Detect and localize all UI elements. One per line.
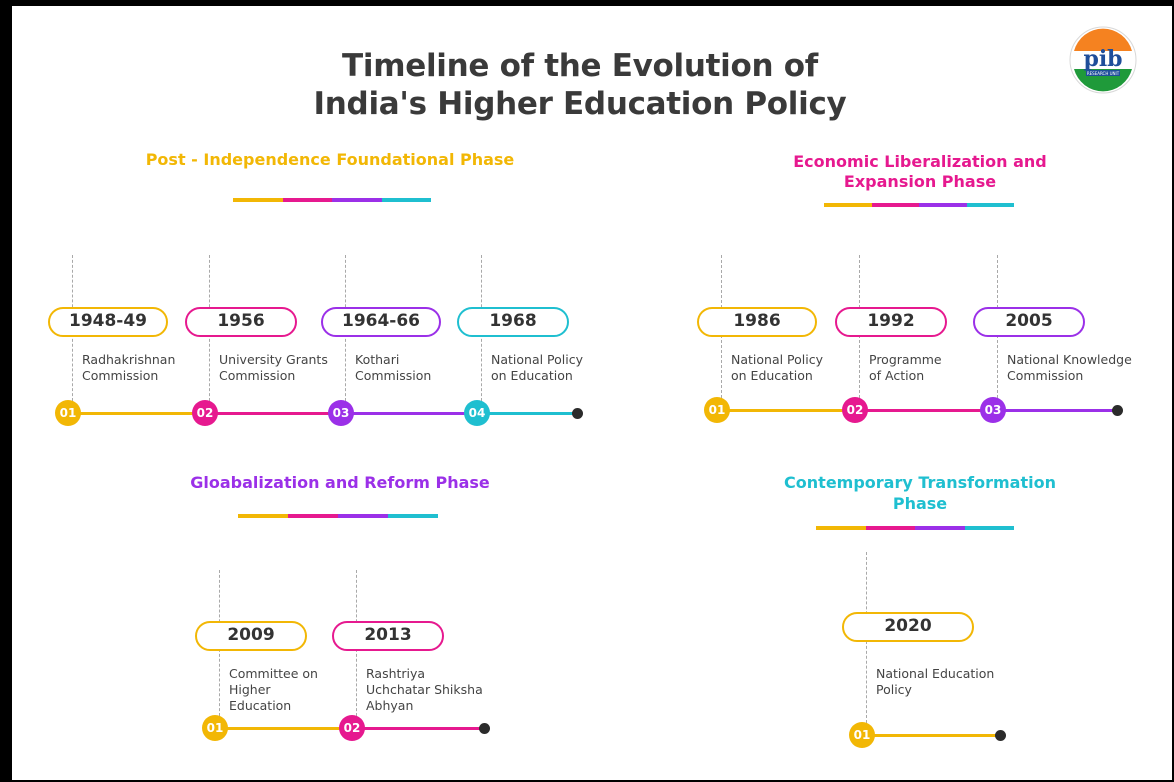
phase1-divider	[233, 198, 431, 202]
main-title-line2: India's Higher Education Policy	[313, 86, 847, 122]
phase4-title-line1: Contemporary Transformation	[784, 473, 1056, 492]
p1-event4-year-pill: 1968	[457, 307, 569, 337]
p1-event4-desc-line1: National Policy	[491, 352, 584, 367]
main-title-line1: Timeline of the Evolution of	[342, 48, 818, 84]
p1-segment1	[80, 412, 205, 415]
p2-event1-desc-line1: National Policy	[731, 352, 824, 367]
p3-segment2	[364, 727, 484, 730]
phase1-title: Post - Independence Foundational Phase	[145, 150, 515, 169]
p2-event1-number-badge: 01	[704, 397, 730, 423]
p3-event1-desc-line2: Higher	[229, 682, 271, 697]
p2-event3-number-badge: 03	[980, 397, 1006, 423]
p2-event2-desc-line1: Programme	[869, 352, 942, 367]
p1-event2-desc-line1: University Grants	[219, 352, 328, 367]
p4-event1-year-pill: 2020	[842, 612, 974, 642]
p2-event1-desc-line2: on Education	[731, 368, 813, 383]
p4-event1-number-badge: 01	[849, 722, 875, 748]
p1-event3-desc-line2: Commission	[355, 368, 432, 383]
p2-event3-year-pill: 2005	[973, 307, 1085, 337]
p4-segment1	[874, 734, 1000, 737]
p4-event1-desc-line2: Policy	[876, 682, 912, 697]
phase2-title-line2: Expansion Phase	[843, 172, 997, 191]
p2-event2-number-badge: 02	[842, 397, 868, 423]
p2-segment3	[1005, 409, 1117, 412]
p2-segment2	[867, 409, 993, 412]
phase2-divider	[824, 203, 1014, 207]
p1-event2-year-pill: 1956	[185, 307, 297, 337]
p1-event3-year-pill: 1964-66	[321, 307, 441, 337]
pib-logo: pib RESEARCH UNIT	[1069, 26, 1137, 94]
p2-event3-desc-line1: National Knowledge	[1007, 352, 1132, 367]
phase3-divider	[238, 514, 438, 518]
p1-event1-year-pill: 1948-49	[48, 307, 168, 337]
p1-segment3	[353, 412, 477, 415]
p2-event1-year-pill: 1986	[697, 307, 817, 337]
p1-event2-number-badge: 02	[192, 400, 218, 426]
p3-event2-desc-line2: Uchchatar Shiksha	[366, 682, 483, 697]
phase2-title-line1: Economic Liberalization and	[793, 152, 1047, 171]
p4-event1-desc-line1: National Education	[876, 666, 995, 681]
p3-event1-number-badge: 01	[202, 715, 228, 741]
p1-event2-desc-line2: Commission	[219, 368, 296, 383]
logo-text: pib	[1083, 46, 1122, 72]
p1-event3-number-badge: 03	[328, 400, 354, 426]
p3-event1-year-pill: 2009	[195, 621, 307, 651]
p1-event4-desc-line2: on Education	[491, 368, 573, 383]
p2-timeline-end-dot	[1112, 405, 1123, 416]
p1-event1-number-badge: 01	[55, 400, 81, 426]
p3-event2-year-pill: 2013	[332, 621, 444, 651]
phase3-title: Gloabalization and Reform Phase	[190, 473, 490, 492]
p3-event1-desc-line3: Education	[229, 698, 292, 713]
p2-segment1	[729, 409, 855, 412]
p2-event3-desc-line2: Commission	[1007, 368, 1084, 383]
p3-segment1	[227, 727, 352, 730]
p1-event3-desc-line1: Kothari	[355, 352, 400, 367]
p2-event2-desc-line2: of Action	[869, 368, 925, 383]
p2-event2-year-pill: 1992	[835, 307, 947, 337]
p3-event2-number-badge: 02	[339, 715, 365, 741]
p1-timeline-end-dot	[572, 408, 583, 419]
p3-event1-desc-line1: Committee on	[229, 666, 318, 681]
p1-event1-desc-line1: Radhakrishnan	[82, 352, 176, 367]
p4-timeline-end-dot	[995, 730, 1006, 741]
p3-event2-desc-line1: Rashtriya	[366, 666, 426, 681]
logo-subtext: RESEARCH UNIT	[1087, 71, 1120, 76]
phase4-title-line2: Phase	[892, 494, 948, 513]
p1-segment2	[217, 412, 341, 415]
p3-timeline-end-dot	[479, 723, 490, 734]
p1-event4-number-badge: 04	[464, 400, 490, 426]
p3-event2-desc-line3: Abhyan	[366, 698, 414, 713]
p1-event1-desc-line2: Commission	[82, 368, 159, 383]
phase4-divider	[816, 526, 1014, 530]
p1-segment4	[489, 412, 577, 415]
